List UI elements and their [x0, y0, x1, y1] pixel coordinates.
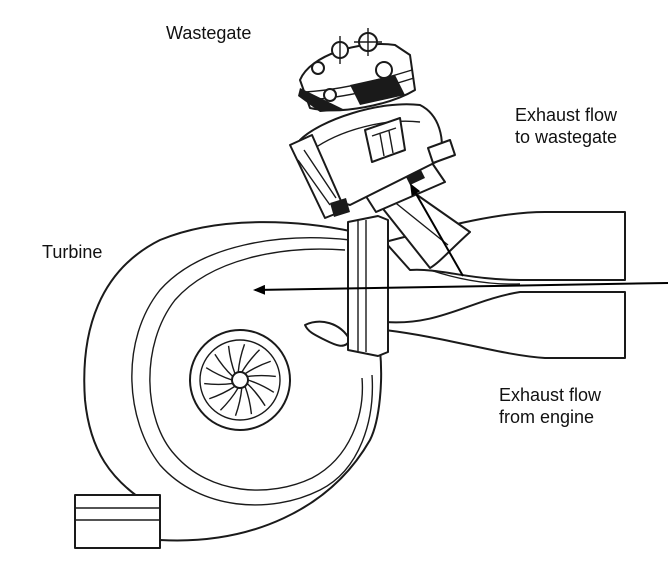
turbine-blade: [234, 387, 243, 416]
turbine-blade: [209, 385, 236, 400]
turbine-blade: [244, 360, 271, 375]
turbine-blade: [237, 344, 246, 373]
turbine-blade: [241, 349, 261, 373]
turbine-blade: [246, 382, 266, 407]
arrow-to-wastegate: [410, 183, 464, 277]
exhaust-flow-to-wastegate-line-1: Exhaust flow: [515, 105, 618, 125]
exhaust-flow-from-engine-line-2: from engine: [499, 407, 595, 427]
turbine-blade: [205, 367, 233, 381]
turbine-label: Turbine: [42, 242, 103, 262]
wastegate-body: [289, 28, 456, 219]
turbine-blade: [244, 386, 253, 415]
turbine-blade: [219, 387, 239, 411]
exhaust-flow-to-wastegate-line-2: to wastegate: [515, 127, 618, 147]
turbine-housing: [74, 221, 383, 549]
turbine-blade: [204, 382, 233, 386]
flow-arrows: [253, 183, 669, 295]
turbine-blade: [247, 374, 276, 378]
turbine-blade: [214, 353, 234, 378]
exhaust-flow-to-wastegate-label: Exhaust flow to wastegate: [515, 104, 617, 148]
arrow-to-turbine: [253, 282, 669, 295]
turbine-flange: [347, 215, 389, 357]
turbine-blade: [247, 379, 275, 393]
turbine-wheel: [204, 344, 276, 416]
exhaust-flow-from-engine-line-1: Exhaust flow: [499, 385, 602, 405]
exhaust-flow-from-engine-label: Exhaust flow from engine: [499, 384, 601, 428]
wastegate-label: Wastegate: [166, 23, 252, 43]
turbine-blade: [227, 345, 236, 374]
turbine-hub: [231, 371, 249, 389]
